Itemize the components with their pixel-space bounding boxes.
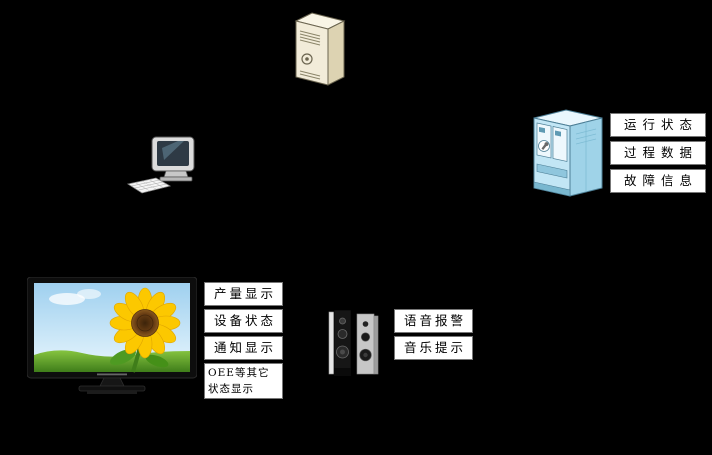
machine-fault-info-label: 故障信息 — [610, 169, 706, 193]
tv-icon — [27, 277, 197, 397]
tv-device-status-label: 设备状态 — [204, 309, 283, 333]
desktop-computer-icon — [126, 136, 198, 198]
speaker-music-prompt-label: 音乐提示 — [394, 336, 473, 360]
tv-notice-display-label: 通知显示 — [204, 336, 283, 360]
machine-process-data-label: 过程数据 — [610, 141, 706, 165]
industrial-machine-icon — [532, 102, 604, 198]
tv-oee-status-label: OEE等其它状态显示 — [204, 363, 283, 399]
speakers-icon — [327, 306, 389, 380]
server-icon — [290, 7, 346, 87]
machine-running-status-label: 运行状态 — [610, 113, 706, 137]
speaker-voice-alarm-label: 语音报警 — [394, 309, 473, 333]
tv-output-display-label: 产量显示 — [204, 282, 283, 306]
